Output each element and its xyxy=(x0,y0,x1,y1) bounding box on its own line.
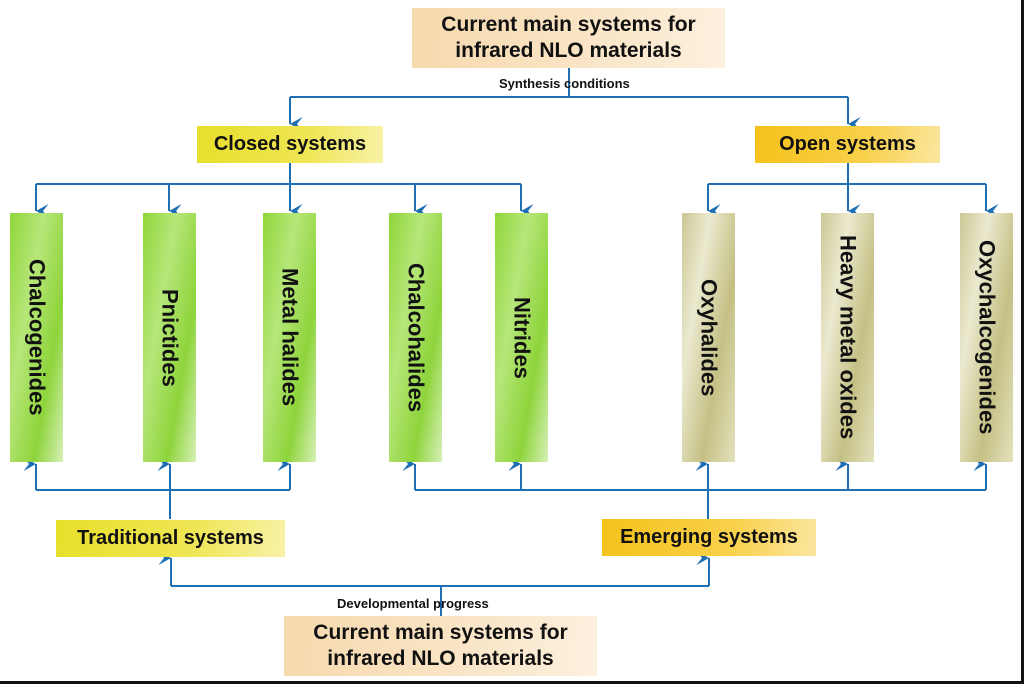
top-title-box: Current main systems for infrared NLO ma… xyxy=(412,8,725,68)
top-title-line1: Current main systems for xyxy=(441,13,696,36)
material-label: Heavy metal oxides xyxy=(835,235,861,440)
material-label: Pnictides xyxy=(157,288,183,387)
bottom-title-box: Current main systems for infrared NLO ma… xyxy=(284,616,597,676)
material-bar-chalcogenides: Chalcogenides xyxy=(10,213,63,462)
material-bar-metal-halides: Metal halides xyxy=(263,213,316,462)
material-label: Nitrides xyxy=(509,296,535,379)
material-label: Chalcohalides xyxy=(403,262,429,413)
traditional-systems-label: Traditional systems xyxy=(77,527,264,549)
material-bar-pnictides: Pnictides xyxy=(143,213,196,462)
material-bar-chalcohalides: Chalcohalides xyxy=(389,213,442,462)
synthesis-conditions-text: Synthesis conditions xyxy=(499,76,630,91)
material-bar-heavy-metal-oxides: Heavy metal oxides xyxy=(821,213,874,462)
top-title-line2: infrared NLO materials xyxy=(455,39,682,62)
closed-systems-label: Closed systems xyxy=(213,133,367,155)
material-label: Oxyhalides xyxy=(696,278,722,397)
traditional-systems-box: Traditional systems xyxy=(56,520,285,557)
developmental-progress-caption: Developmental progress xyxy=(337,596,489,611)
material-bar-oxyhalides: Oxyhalides xyxy=(682,213,735,462)
emerging-systems-box: Emerging systems xyxy=(602,519,816,556)
developmental-progress-text: Developmental progress xyxy=(337,596,489,611)
open-systems-box: Open systems xyxy=(755,126,940,163)
material-label: Oxychalcogenides xyxy=(974,240,1000,435)
material-label: Metal halides xyxy=(277,268,303,407)
synthesis-conditions-caption: Synthesis conditions xyxy=(499,76,630,91)
closed-systems-box: Closed systems xyxy=(197,126,383,163)
open-systems-label: Open systems xyxy=(779,133,916,155)
material-bar-oxychalcogenides: Oxychalcogenides xyxy=(960,213,1013,462)
material-bar-nitrides: Nitrides xyxy=(495,213,548,462)
bottom-title-line1: Current main systems for xyxy=(313,621,568,644)
emerging-systems-label: Emerging systems xyxy=(620,526,798,548)
material-label: Chalcogenides xyxy=(24,259,50,416)
bottom-title-line2: infrared NLO materials xyxy=(327,647,554,670)
